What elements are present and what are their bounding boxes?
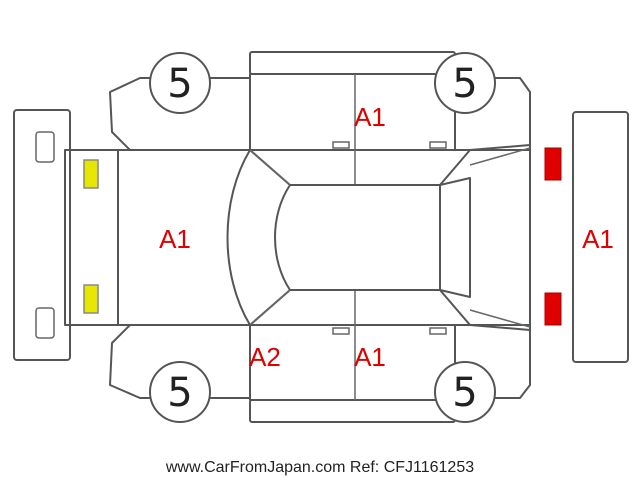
damage-code-hood: A1 [159, 224, 191, 254]
tire-depth-label: 5 [167, 370, 192, 416]
damage-code-left-rear-door: A1 [354, 342, 386, 372]
tire-rear-right: 5 [434, 361, 496, 423]
tire-depth-label: 5 [167, 61, 192, 107]
headlight-bottom [83, 284, 99, 314]
tire-rear-left: 5 [149, 361, 211, 423]
headlights [83, 159, 99, 314]
damage-code-rear-bumper: A1 [582, 224, 614, 254]
tire-front-left: 5 [149, 52, 211, 114]
tire-depth-label: 5 [452, 370, 477, 416]
tire-depth-label: 5 [452, 61, 477, 107]
taillight-bottom [544, 292, 562, 326]
footer-reference: www.CarFromJapan.com Ref: CFJ1161253 [165, 459, 474, 476]
tire-front-right: 5 [434, 52, 496, 114]
damage-code-roof: A1 [354, 102, 386, 132]
taillight-top [544, 147, 562, 181]
rear-bumper [572, 111, 629, 363]
headlight-top [83, 159, 99, 189]
front-bumper [13, 109, 71, 361]
taillights [544, 147, 562, 326]
car-top-view [64, 144, 531, 331]
damage-code-left-front-door: A2 [249, 342, 281, 372]
